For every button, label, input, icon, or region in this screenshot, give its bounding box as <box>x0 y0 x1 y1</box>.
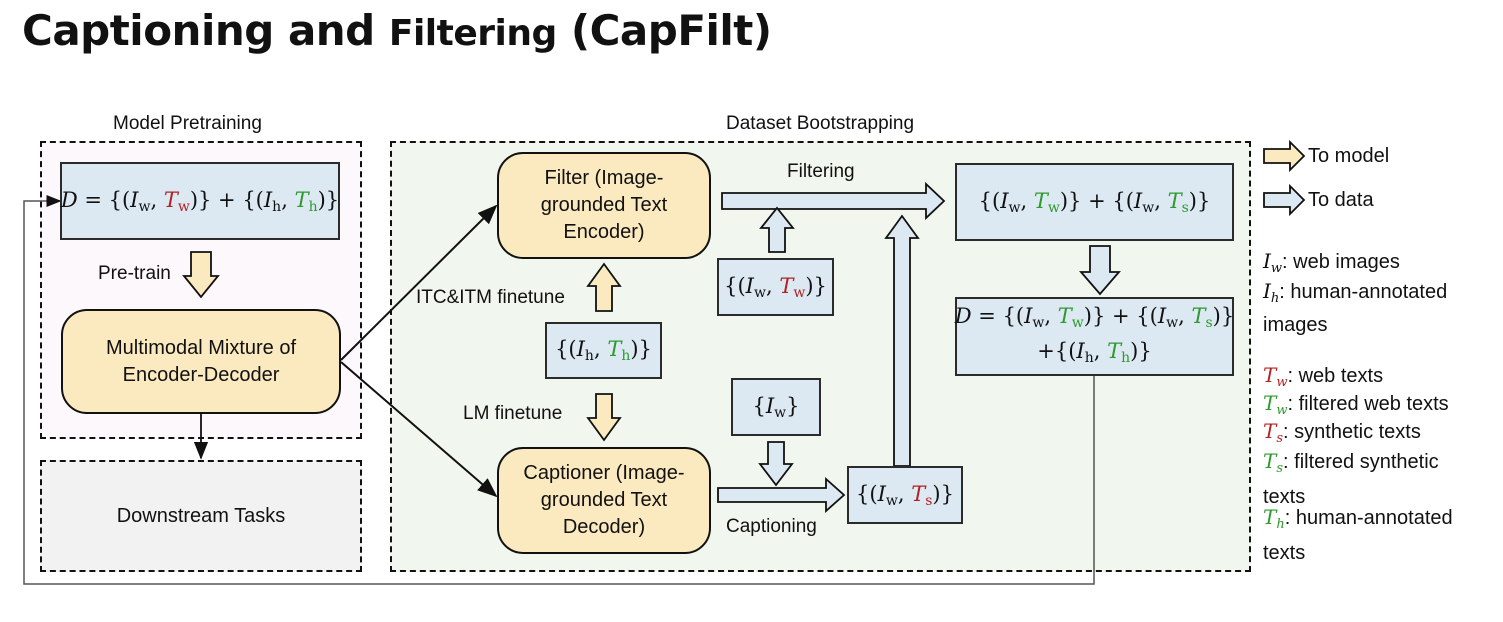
mmed-box: Multimodal Mixture of Encoder-Decoder <box>61 309 341 414</box>
new-dataset-d-box: D = {(Iw, Tw)} + {(Iw, Ts)} +{(Ih, Th)} <box>955 297 1234 376</box>
captioning-arrow <box>717 476 846 514</box>
legend-to-model: To model <box>1308 145 1390 167</box>
dataset-bootstrapping-header: Dataset Bootstrapping <box>726 113 915 134</box>
to-filter-arrow <box>340 204 498 361</box>
ih-th-box: {(Ih, Th)} <box>545 322 662 379</box>
filter-box: Filter (Image-grounded Text Encoder) <box>497 152 711 259</box>
itc-itm-finetune-label: ITC&ITM finetune <box>416 287 565 308</box>
legend-th: Th: human-annotated texts <box>1263 505 1453 564</box>
legend-iw: Iw: web images <box>1263 249 1400 276</box>
to-captioner-arrow <box>340 361 498 498</box>
legend-tw-green: Tw: filtered web texts <box>1263 391 1449 418</box>
pretrain-arrow <box>182 251 220 299</box>
legend-tw-red: Tw: web texts <box>1263 363 1384 390</box>
lm-finetune-label: LM finetune <box>463 403 563 424</box>
feedback-loop-arrow <box>23 195 1095 585</box>
itc-up-arrow <box>586 262 622 312</box>
legend-to-data: To data <box>1308 189 1374 211</box>
merge-down-arrow <box>1079 245 1121 296</box>
page-title: Captioning and Filtering (CapFilt) <box>22 6 772 55</box>
model-pretraining-header: Model Pretraining <box>113 113 262 134</box>
downstream-tasks-box: Downstream Tasks <box>116 504 286 527</box>
legend-ts-red: Ts: synthetic texts <box>1263 419 1421 446</box>
legend-blue-arrow <box>1263 183 1306 217</box>
iw-ts-box: {(Iw, Ts)} <box>847 466 963 524</box>
captions-up-arrow <box>884 214 920 467</box>
downstream-region <box>40 460 362 572</box>
captioning-label: Captioning <box>726 516 817 537</box>
dataset-d-box: D = {(Iw, Tw)} + {(Ih, Th)} <box>60 162 340 240</box>
iw-tw-box: {(Iw, Tw)} <box>717 258 834 316</box>
iwtw-up-arrow <box>759 206 795 253</box>
legend-ts-green: Ts: filtered synthetic texts <box>1263 449 1439 508</box>
iw-down-arrow <box>758 441 794 487</box>
pretrain-label: Pre-train <box>98 263 171 284</box>
legend-yellow-arrow <box>1263 139 1306 173</box>
filtered-pairs-box: {(Iw, Tw)} + {(Iw, Ts)} <box>955 163 1234 241</box>
legend-ih: Ih: human-annotated images <box>1263 279 1448 336</box>
filtering-arrow <box>721 181 946 221</box>
filtering-label: Filtering <box>787 161 855 182</box>
lm-down-arrow <box>586 393 622 442</box>
iw-box: {Iw} <box>731 378 821 436</box>
captioner-box: Captioner (Image-grounded Text Decoder) <box>497 447 711 554</box>
